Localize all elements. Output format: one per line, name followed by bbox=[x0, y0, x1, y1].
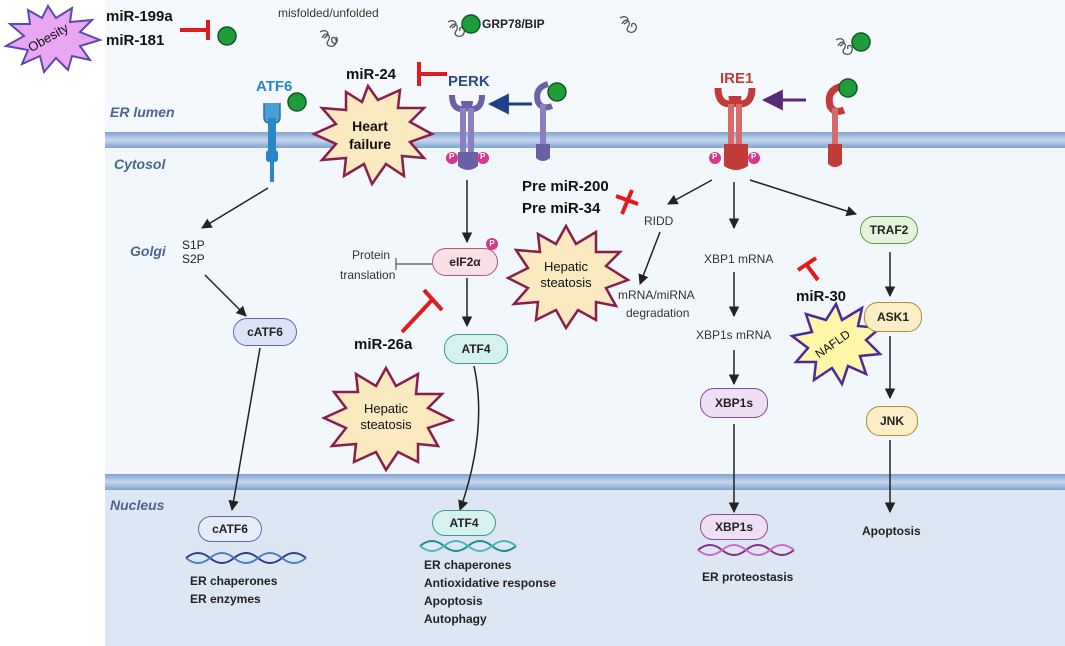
atf4-target-4: Autophagy bbox=[424, 612, 487, 626]
xbp1-mrna-label: XBP1 mRNA bbox=[704, 252, 774, 266]
inhibit-mir30-line bbox=[804, 262, 820, 282]
heart-failure-label-1: Heart bbox=[352, 118, 388, 134]
pre-mir-34-label: Pre miR-34 bbox=[522, 200, 601, 217]
golgi-label: Golgi bbox=[130, 243, 166, 259]
atf4-target-2: Antioxidative response bbox=[424, 576, 557, 590]
s1p-label: S1P bbox=[182, 238, 205, 252]
protein-translation-label-1: Protein bbox=[352, 248, 391, 262]
phospho-p-perk-1: P bbox=[449, 152, 455, 161]
xbp1s-target: ER proteostasis bbox=[702, 570, 794, 584]
inactive-ire1-icon bbox=[825, 82, 846, 167]
arrow-ire1-traf2 bbox=[749, 179, 857, 217]
phospho-p-ire1-2: P bbox=[751, 152, 757, 161]
arrow-ridd-degradation bbox=[638, 231, 661, 285]
grp78-protein-perk bbox=[547, 82, 567, 102]
atf6-target-1: ER chaperones bbox=[190, 574, 278, 588]
eif2a-node: eIF2α bbox=[432, 248, 498, 276]
atf4-target-3: Apoptosis bbox=[424, 594, 483, 608]
mir-199a-label: miR-199a bbox=[106, 8, 173, 25]
er-membrane bbox=[105, 132, 1065, 148]
arrow-ire1-ridd bbox=[667, 179, 713, 205]
atf4-nucleus-node: ATF4 bbox=[432, 510, 496, 536]
grp78-complex-icon-2 bbox=[835, 38, 853, 55]
nucleus-label: Nucleus bbox=[110, 497, 165, 513]
ridd-label: RIDD bbox=[644, 214, 674, 228]
catf6-nucleus-node: cATF6 bbox=[198, 516, 262, 542]
mrna-degradation-label-2: degradation bbox=[626, 306, 690, 320]
er-lumen-area bbox=[105, 0, 1065, 132]
dna-helix-atf4 bbox=[419, 540, 517, 552]
nafld-burst bbox=[789, 301, 884, 387]
atf4-target-1: ER chaperones bbox=[424, 558, 512, 572]
mrna-degradation-label-1: mRNA/miRNA bbox=[618, 288, 695, 302]
grp78-protein-2 bbox=[461, 14, 481, 34]
nucleus-area bbox=[105, 490, 1065, 646]
hepatic-steatosis-burst-2 bbox=[320, 365, 456, 473]
atf6-receptor-icon bbox=[263, 103, 281, 182]
phospho-icon-perk-2 bbox=[477, 152, 489, 164]
atf6-label: ATF6 bbox=[256, 78, 293, 95]
mir-26a-label: miR-26a bbox=[354, 336, 413, 353]
arrow-atf6-golgi bbox=[201, 187, 269, 229]
grp78-protein-1 bbox=[217, 26, 237, 46]
hepatic-steatosis-2-label-1: Hepatic bbox=[363, 401, 409, 416]
atf6-target-2: ER enzymes bbox=[190, 592, 261, 606]
arrow-s2p-catf6 bbox=[204, 274, 247, 317]
er-lumen-label: ER lumen bbox=[110, 104, 175, 120]
phospho-icon-ire1-1 bbox=[709, 152, 721, 164]
heart-failure-burst bbox=[310, 83, 436, 187]
inhibit-mir26a-line bbox=[400, 298, 434, 334]
apoptosis-label: Apoptosis bbox=[862, 524, 921, 538]
arrow-catf6-nucleus bbox=[228, 347, 261, 512]
inactive-perk-icon bbox=[534, 81, 554, 161]
xbp1s-node: XBP1s bbox=[700, 388, 768, 418]
mir-181-label: miR-181 bbox=[106, 32, 165, 49]
misfolded-label: misfolded/unfolded bbox=[278, 6, 379, 20]
xbp1s-nucleus-node: XBP1s bbox=[700, 514, 768, 540]
protein-translation-label-2: translation bbox=[340, 268, 396, 282]
mir-24-label: miR-24 bbox=[346, 66, 397, 83]
pre-mir-200-label: Pre miR-200 bbox=[522, 178, 609, 195]
perk-receptor-icon bbox=[449, 94, 485, 170]
grp78-protein-ire1 bbox=[838, 78, 858, 98]
mir-30-label: miR-30 bbox=[796, 288, 847, 305]
grp78-protein-atf6 bbox=[287, 92, 307, 112]
ire1-label: IRE1 bbox=[720, 70, 754, 87]
misfolded-protein-icon-2 bbox=[619, 16, 637, 33]
s2p-label: S2P bbox=[182, 252, 205, 266]
hepatic-steatosis-2-label-2: steatosis bbox=[360, 417, 412, 432]
cytosol-label: Cytosol bbox=[114, 156, 166, 172]
inhibit-mir30-bar bbox=[796, 256, 818, 272]
hepatic-steatosis-burst-1 bbox=[505, 223, 631, 331]
traf2-node: TRAF2 bbox=[860, 216, 918, 244]
dna-helix-atf6 bbox=[185, 552, 307, 564]
hepatic-steatosis-1-label-1: Hepatic bbox=[543, 259, 589, 274]
phospho-p-perk-2: P bbox=[480, 152, 486, 161]
hepatic-steatosis-1-label-2: steatosis bbox=[540, 275, 592, 290]
catf6-node: cATF6 bbox=[233, 318, 297, 346]
phospho-icon-ire1-2 bbox=[748, 152, 760, 164]
xbp1s-mrna-label: XBP1s mRNA bbox=[696, 328, 772, 342]
phospho-p-ire1-1: P bbox=[712, 152, 718, 161]
dna-helix-xbp1s bbox=[697, 544, 795, 556]
obesity-burst bbox=[3, 4, 104, 75]
perk-label: PERK bbox=[448, 73, 490, 90]
grp78-label: GRP78/BIP bbox=[482, 17, 545, 31]
phospho-icon-perk-1 bbox=[446, 152, 458, 164]
inhibit-mir26a-bar bbox=[422, 288, 444, 312]
ask1-node: ASK1 bbox=[864, 302, 922, 332]
jnk-node: JNK bbox=[866, 406, 918, 436]
arrow-atf4-nucleus bbox=[458, 365, 480, 511]
atf4-node: ATF4 bbox=[444, 334, 508, 364]
heart-failure-label-2: failure bbox=[348, 136, 391, 152]
misfolded-protein-icon bbox=[319, 30, 338, 47]
inhibit-premir-bar bbox=[620, 189, 634, 215]
ire1-receptor-icon bbox=[714, 87, 756, 170]
nuclear-membrane bbox=[105, 474, 1065, 490]
grp78-protein-3 bbox=[851, 32, 871, 52]
phospho-icon-eif2a: P bbox=[486, 238, 498, 250]
